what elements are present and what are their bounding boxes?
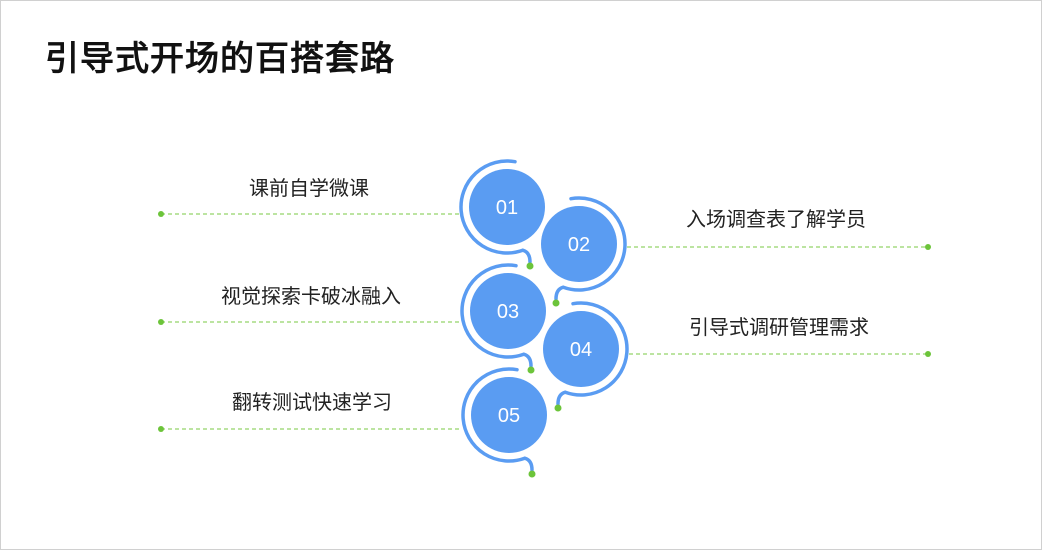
step-arc-4 [556,301,629,406]
step-circle-2 [541,206,617,282]
arc-end-dot-3 [527,366,535,374]
step-circle-5 [471,377,547,453]
step-label-4: 引导式调研管理需求 [689,317,869,339]
step-label-5: 翻转测试快速学习 [232,392,392,414]
step-circle-1 [469,169,545,245]
step-arc-5 [461,367,534,472]
step-circle-3 [470,273,546,349]
step-arc-3 [460,263,533,368]
step-label-3: 视觉探索卡破冰融入 [221,286,401,308]
step-number-3: 03 [497,301,519,323]
step-circle-4 [543,311,619,387]
slide-title: 引导式开场的百搭套路 [45,40,395,78]
arc-end-dot-1 [526,262,534,270]
step-label-1: 课前自学微课 [249,178,369,200]
step-label-2: 入场调查表了解学员 [686,209,866,231]
line-end-dot-2 [925,244,931,250]
line-end-dot-5 [158,426,164,432]
line-end-dot-4 [925,351,931,357]
arc-end-dot-4 [554,404,562,412]
line-end-dot-1 [158,211,164,217]
step-number-4: 04 [570,339,592,361]
step-arc-1 [459,159,532,264]
step-number-1: 01 [496,197,518,219]
step-number-2: 02 [568,234,590,256]
arc-end-dot-5 [528,470,536,478]
arc-end-dot-2 [552,299,560,307]
line-end-dot-3 [158,319,164,325]
step-arc-2 [554,196,627,301]
step-number-5: 05 [498,405,520,427]
